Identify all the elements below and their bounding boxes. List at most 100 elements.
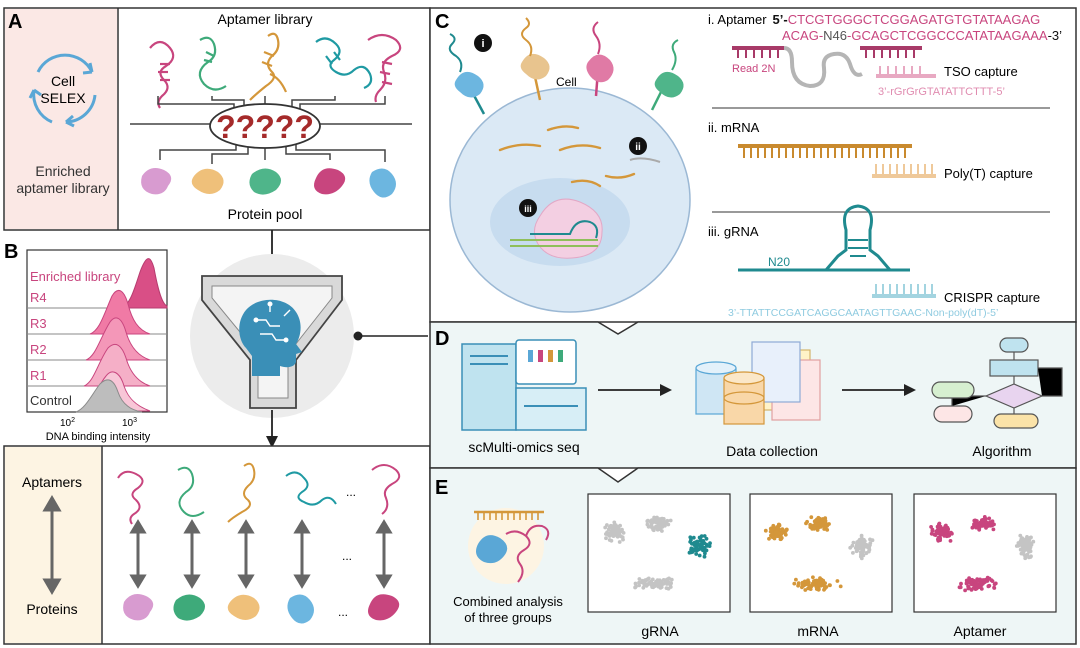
aptamer-icon-3	[249, 32, 288, 101]
scatter-point	[606, 527, 611, 532]
scatter-point	[641, 585, 646, 590]
scatter-point	[992, 582, 997, 587]
scatter-point	[652, 584, 657, 588]
scatter-point	[812, 526, 816, 531]
scatter-point	[1016, 541, 1021, 545]
pair-aptamer-4	[285, 471, 337, 506]
combined-label-2: of three groups	[464, 610, 552, 625]
hist-label-5: Control	[30, 393, 72, 408]
aptamer-icon-1	[149, 40, 175, 109]
panel-a-letter: A	[8, 11, 22, 33]
pairs-left-arrow	[42, 495, 62, 595]
scatter-point	[978, 581, 983, 586]
scatter-point	[1020, 544, 1025, 549]
scatter-point	[868, 541, 873, 545]
arrow-head-2	[266, 436, 278, 448]
scatter-point	[666, 522, 671, 527]
cycle-label-1: Cell	[51, 73, 75, 89]
scatter-point	[827, 583, 832, 587]
scatter-point	[664, 586, 669, 590]
database-icon	[695, 341, 821, 425]
scatter-point	[934, 529, 939, 534]
aptamer-structure	[732, 46, 936, 89]
combined-icon	[474, 510, 550, 583]
pair-aptamer-5	[371, 464, 401, 515]
cell-mrna-strands	[498, 125, 636, 188]
scatter-point	[815, 587, 819, 591]
panel-pairs: Aptamers Proteins ... ...	[3, 445, 431, 645]
panel-c-letter: C	[435, 11, 449, 33]
hist-r2	[83, 343, 151, 387]
pair-protein-lavender	[123, 594, 154, 621]
scatter-point	[948, 539, 953, 543]
scatter-point	[803, 588, 808, 592]
grna-structure	[738, 204, 936, 298]
scatter-point	[862, 541, 866, 546]
scatter-point	[822, 521, 826, 526]
scatter-point	[1025, 535, 1029, 539]
ai-funnel	[190, 230, 428, 448]
protein-icon-orange	[191, 168, 224, 194]
scatter-point	[974, 525, 979, 530]
panel-d-letter: D	[435, 328, 449, 350]
scatter-point	[704, 536, 709, 541]
scatter-point	[806, 580, 811, 585]
scatter-point	[605, 523, 609, 527]
hist-r3	[85, 317, 151, 361]
scatter-point	[988, 523, 993, 528]
scatter-point	[691, 535, 696, 540]
protein-pool-label: Protein pool	[228, 206, 303, 222]
hist-control	[75, 379, 143, 413]
scatter-point	[690, 541, 694, 546]
scatter-point	[967, 576, 971, 580]
panel-a: A Cell SELEX Enriched aptamer library Ap…	[3, 7, 431, 231]
cell-vesicle	[534, 198, 603, 259]
scatter-point	[634, 584, 638, 589]
scatter-frame-mrna	[749, 493, 893, 613]
scatter-point	[645, 522, 650, 527]
scatter-point	[992, 585, 996, 590]
scatter-point	[663, 521, 668, 526]
scatter-point	[776, 526, 780, 531]
scatter-point	[707, 544, 712, 548]
scatter-point	[983, 578, 988, 583]
scatter-point	[963, 588, 967, 593]
sequencer-icon	[461, 339, 587, 431]
scatter-point	[640, 578, 645, 583]
cell-grna-complex	[510, 220, 599, 247]
scatter-point	[1029, 554, 1033, 559]
crispr-capture-label: CRISPR capture	[944, 290, 1040, 305]
scatter-frame-grna	[587, 493, 731, 613]
scatter-point	[688, 535, 693, 540]
scatter-point	[802, 579, 807, 584]
scatter-point	[966, 586, 971, 591]
arrow-d-2	[842, 384, 916, 396]
scatter-point	[643, 578, 647, 583]
polyt-capture-label: Poly(T) capture	[944, 166, 1033, 181]
cell-receptor-4	[650, 39, 684, 111]
scatter-point	[695, 547, 700, 552]
pairs-proteins-label: Proteins	[26, 601, 77, 617]
scatter-point	[867, 545, 871, 550]
scatter-point	[660, 529, 664, 533]
scatter-point	[979, 587, 984, 591]
panel-b-letter: B	[4, 241, 18, 263]
scatter-point	[866, 549, 871, 554]
pairs-ellipsis-bottom: ...	[338, 605, 348, 619]
scatter-point	[701, 539, 706, 543]
scatter-point	[649, 524, 654, 529]
scatter-point	[981, 517, 986, 522]
protein-icon-pink	[314, 168, 346, 195]
scatter-point	[820, 517, 825, 521]
scatter-point	[702, 534, 707, 538]
pair-protein-blue	[287, 594, 314, 624]
protein-icon-green	[249, 168, 281, 195]
scatter-point	[971, 586, 976, 590]
mrna-heading: ii. mRNA	[708, 120, 760, 135]
data-collection-label: Data collection	[726, 443, 818, 459]
scatter-point	[856, 546, 861, 551]
scatter-point	[694, 552, 699, 556]
cycle-label-2: SELEX	[40, 90, 86, 106]
marker-i	[474, 34, 492, 52]
